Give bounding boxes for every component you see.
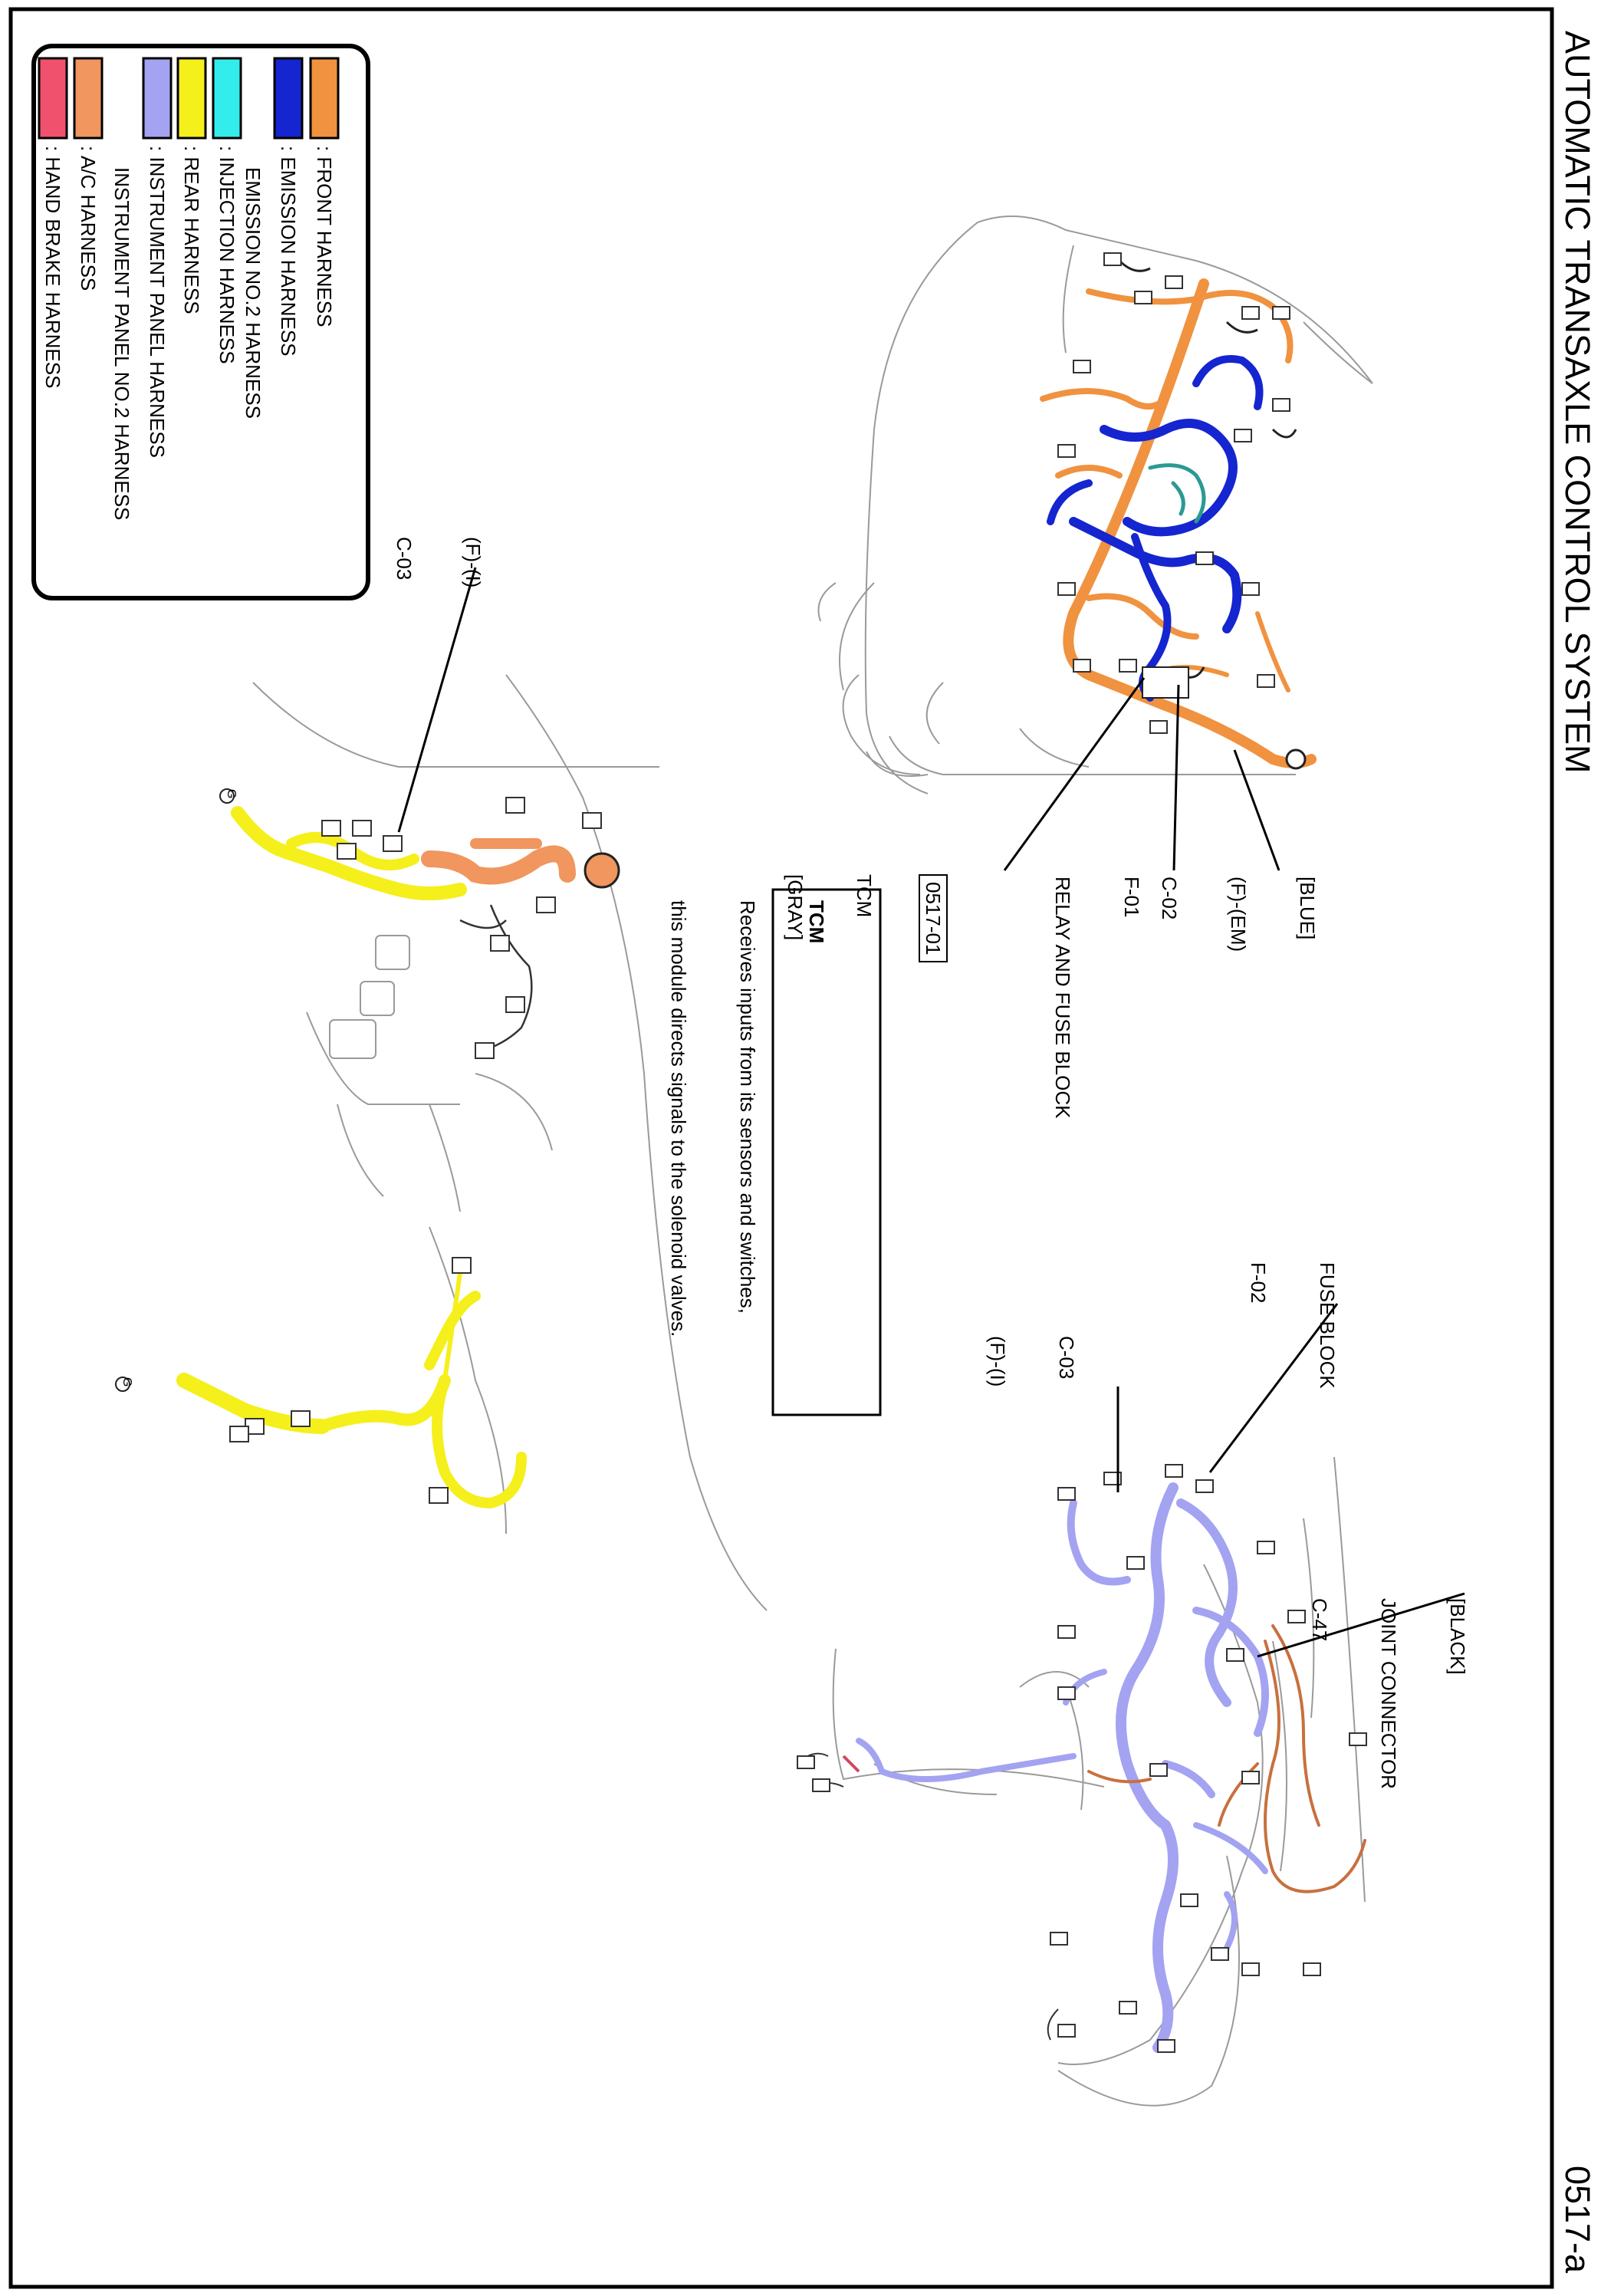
leader-tcm bbox=[1003, 677, 1146, 871]
legend-label-2: : INJECTION HARNESS bbox=[215, 146, 238, 364]
ip-black-wires bbox=[797, 1752, 1059, 2041]
legend-swatch-1 bbox=[273, 57, 304, 140]
engine-compartment-drawing bbox=[817, 215, 1373, 794]
callout-c03-left: (F)-(I) C-03 bbox=[347, 537, 531, 587]
ac-harness-wires bbox=[1087, 1624, 1366, 1893]
ground-marker-2: G bbox=[120, 1377, 133, 1387]
callout-f01-name: RELAY AND FUSE BLOCK bbox=[1051, 877, 1074, 1119]
callout-c02-code: (F)-(EM) bbox=[1227, 877, 1250, 952]
legend-item-3: : REAR HARNESS bbox=[180, 146, 203, 314]
rear-ac-harness-wires bbox=[421, 837, 576, 885]
leader-lines bbox=[397, 567, 1465, 1658]
ground-marker-1: G bbox=[225, 789, 238, 799]
callout-c47-name: JOINT CONNECTOR bbox=[1377, 1598, 1400, 1789]
legend-label-1: : EMISSION HARNESS bbox=[277, 146, 300, 357]
legend-label-6: : HAND BRAKE HARNESS bbox=[41, 146, 64, 389]
legend-swatch-5 bbox=[73, 57, 104, 140]
page-number: 0517-a bbox=[1558, 2166, 1597, 2274]
legend-sublabel-1: EMISSION NO.2 HARNESS bbox=[242, 167, 265, 419]
callout-tcm-code: 0517-01 bbox=[919, 874, 948, 963]
legend-item-5: : A/C HARNESS bbox=[77, 146, 100, 291]
legend-label-0: : FRONT HARNESS bbox=[313, 146, 336, 327]
callout-c47-color: [BLACK] bbox=[1446, 1598, 1469, 1675]
floor-drawing bbox=[252, 674, 768, 1611]
legend-sublabel-4: INSTRUMENT PANEL NO.2 HARNESS bbox=[110, 167, 133, 521]
callout-f02-name: FUSE BLOCK bbox=[1316, 1262, 1339, 1389]
hand-brake-harness-wires bbox=[842, 1755, 860, 1773]
engine-ground-point bbox=[1285, 748, 1307, 770]
legend-item-6: : HAND BRAKE HARNESS bbox=[41, 146, 64, 389]
tcm-note-line2: this module directs signals to the solen… bbox=[667, 900, 690, 1337]
rear-ground-ring bbox=[584, 852, 620, 889]
legend-item-2: : INJECTION HARNESS bbox=[215, 146, 238, 364]
rear-black-wires bbox=[459, 904, 533, 1052]
callout-c47-id: C-47 bbox=[1308, 1598, 1331, 1642]
legend-label-5: : A/C HARNESS bbox=[77, 146, 100, 291]
callout-c02-color: [BLUE] bbox=[1296, 877, 1319, 940]
leader-c02 bbox=[1233, 749, 1280, 871]
callout-f01: F-01 RELAY AND FUSE BLOCK bbox=[1005, 877, 1189, 1118]
engine-connectors bbox=[1057, 252, 1290, 734]
tcm-note-title: TCM bbox=[805, 900, 828, 944]
callout-f01-id: F-01 bbox=[1120, 877, 1143, 918]
callout-c03-right-id: C-03 bbox=[1055, 1336, 1078, 1380]
callout-c03-right: C-03 (F)-(I) bbox=[940, 1336, 1124, 1386]
legend-swatch-6 bbox=[38, 57, 68, 140]
ip-connectors bbox=[797, 1464, 1367, 2053]
tcm-note-line1: Receives inputs from its sensors and swi… bbox=[736, 900, 759, 1314]
legend-swatch-4 bbox=[142, 57, 173, 140]
legend-item-4: : INSTRUMENT PANEL HARNESS INSTRUMENT PAN… bbox=[110, 146, 169, 521]
engine-black-wires bbox=[1118, 259, 1297, 679]
rear-connectors bbox=[229, 797, 602, 1504]
callout-f02: FUSE BLOCK F-02 bbox=[1201, 1262, 1385, 1389]
callout-c03-left-id: C-03 bbox=[393, 537, 416, 581]
leader-c03-left bbox=[397, 567, 477, 833]
legend-swatch-0 bbox=[309, 57, 340, 140]
tcm-note: TCM Receives inputs from its sensors and… bbox=[621, 900, 874, 1337]
legend-label-3: : REAR HARNESS bbox=[180, 146, 203, 314]
leader-f01 bbox=[1172, 684, 1180, 871]
tcm-note-box bbox=[771, 888, 882, 1416]
page-title: AUTOMATIC TRANSAXLE CONTROL SYSTEM bbox=[1558, 31, 1597, 774]
callout-f02-id: F-02 bbox=[1247, 1262, 1270, 1304]
legend-label-4: : INSTRUMENT PANEL HARNESS bbox=[146, 146, 169, 458]
instrument-panel-harness-wires bbox=[856, 1482, 1269, 2053]
floor-pads bbox=[329, 935, 410, 1059]
relay-and-fuse-block-shape bbox=[1142, 666, 1189, 699]
ground-marker-1-ring bbox=[219, 788, 235, 804]
instrument-panel-drawing bbox=[832, 1456, 1366, 2107]
ground-marker-2-ring bbox=[115, 1377, 130, 1392]
injection-harness-wires bbox=[1148, 463, 1206, 524]
page-frame bbox=[8, 7, 1554, 2289]
legend-item-0: : FRONT HARNESS bbox=[313, 146, 336, 327]
leader-c47 bbox=[1257, 1592, 1465, 1658]
callout-c03-right-code: (F)-(I) bbox=[986, 1336, 1009, 1387]
legend-item-1: : EMISSION HARNESS EMISSION NO.2 HARNESS bbox=[242, 146, 300, 419]
legend-swatch-3 bbox=[176, 57, 207, 140]
callout-c47: [BLACK] JOINT CONNECTOR C-47 bbox=[1262, 1598, 1515, 1789]
callout-c03-left-code: (F)-(I) bbox=[462, 537, 485, 588]
rear-harness-wires bbox=[176, 806, 527, 1508]
legend-swatch-2 bbox=[212, 57, 242, 140]
legend-swatches bbox=[38, 57, 340, 140]
leader-f02 bbox=[1208, 1303, 1339, 1473]
legend-box bbox=[31, 44, 370, 600]
